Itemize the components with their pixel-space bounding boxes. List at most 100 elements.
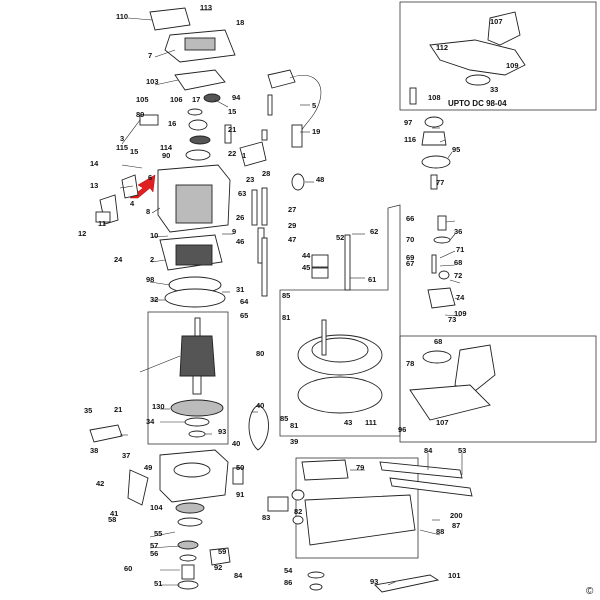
part-label: 200 [450,511,463,520]
part-label: 4 [130,199,135,208]
part-label: 69 [406,253,414,262]
part-label: 54 [284,566,293,575]
part-label: 9 [232,227,236,236]
part-label: 109 [506,61,519,70]
part-label: 42 [96,479,104,488]
part-label: 8 [146,207,150,216]
part-label: 47 [288,235,296,244]
part-label: 37 [122,451,130,460]
part-label: 70 [406,235,414,244]
part-label: 85 [280,414,288,423]
part-label: 61 [368,275,376,284]
part-label: 32 [150,295,158,304]
part-label: 51 [154,579,162,588]
part-label: 35 [84,406,92,415]
part-label: 67 [406,259,414,268]
part-label: 108 [428,93,441,102]
part-label: 81 [290,421,298,430]
part-label: 10 [150,231,158,240]
part-label: 29 [288,221,296,230]
part-label: 85 [282,291,290,300]
part-label: 88 [436,527,444,536]
part-label: 63 [238,189,246,198]
part-label: 72 [454,271,462,280]
part-label: 41 [110,509,118,518]
part-label: 56 [150,549,158,558]
part-label: 68 [454,258,462,267]
part-label: 104 [150,503,163,512]
part-label: 57 [150,541,158,550]
motor-housing [95,164,231,308]
base-plate-group [279,204,401,437]
part-label: 83 [262,513,270,522]
part-label: 80 [256,349,264,358]
part-label: 65 [240,311,248,320]
part-label: 24 [114,255,123,264]
part-label: 53 [458,446,466,455]
part-label: 112 [436,43,448,52]
part-label: 93 [218,427,226,436]
part-label: 78 [406,359,414,368]
part-label: 71 [456,245,464,254]
part-label: 109 [454,309,467,318]
part-label: 91 [236,490,244,499]
dust-extraction-inset [399,335,597,443]
part-label: 89 [136,110,144,119]
part-label: 52 [336,233,344,242]
part-label: 111 [365,418,377,427]
part-label: 11 [98,219,106,228]
part-label: 15 [228,107,236,116]
part-label: 40 [256,401,264,410]
parallel-guide-group [267,457,473,593]
part-label: 36 [454,227,462,236]
copyright-mark: © [586,586,594,597]
part-label: 105 [136,95,149,104]
part-label: 114 [160,143,173,152]
part-label: 38 [90,446,98,455]
part-label: 17 [192,95,200,104]
part-label: 94 [232,93,241,102]
part-label: 59 [218,547,226,556]
part-label: 97 [404,118,412,127]
part-label: 115 [116,143,128,152]
part-label: 21 [114,405,122,414]
part-label: 21 [228,125,236,134]
part-label: 98 [146,275,154,284]
part-label: 46 [236,237,244,246]
part-label: 23 [246,175,254,184]
part-label: 50 [236,463,244,472]
part-label: 116 [404,135,416,144]
part-label: 33 [490,85,498,94]
part-label: 84 [234,571,243,580]
red-arrow-icon [129,174,156,199]
power-cord-group [251,69,322,297]
part-label: 86 [284,578,292,587]
part-label: 103 [146,77,159,86]
part-label: 79 [356,463,364,472]
part-label: 43 [344,418,352,427]
part-label: 110 [116,12,128,21]
depth-stop-group [421,116,456,364]
armature-group [147,311,229,445]
part-label: 7 [148,51,152,60]
part-label: 12 [78,229,86,238]
part-label: 66 [406,214,414,223]
part-label: 18 [236,18,244,27]
inset-title: UPTO DC 98-04 [448,99,507,108]
part-label: 40 [232,439,240,448]
part-label: 113 [200,3,212,12]
part-label: 106 [170,95,183,104]
part-label: 82 [294,507,302,516]
part-label: 15 [130,147,138,156]
part-label: 107 [490,17,503,26]
part-label: 96 [398,425,406,434]
part-label: 68 [434,337,442,346]
part-label: 90 [162,151,170,160]
part-label: 130 [152,402,165,411]
part-label: 58 [108,515,116,524]
part-label: 64 [240,297,249,306]
leader-lines [119,9,463,586]
part-label: 45 [302,263,310,272]
